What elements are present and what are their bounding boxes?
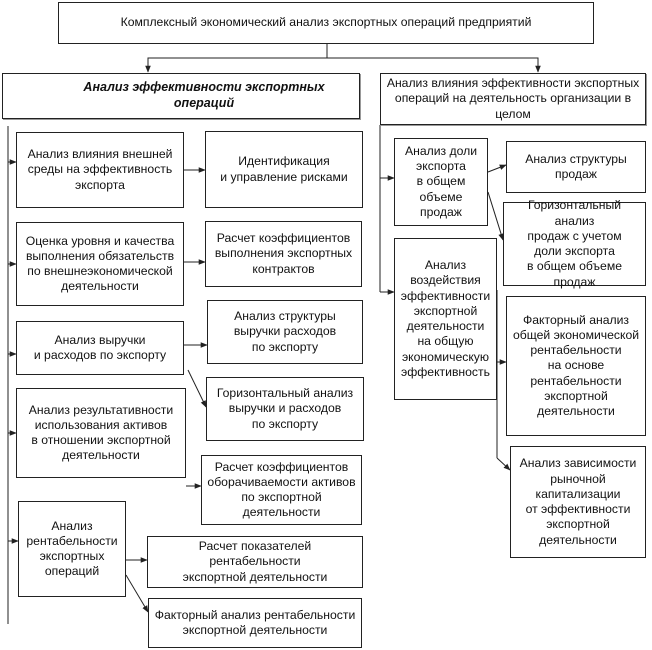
node-horizontal-sales: Горизонтальный анализ продаж с учетом до… [503,198,646,289]
node-market-capitalization: Анализ зависимости рыночной капитализаци… [510,446,646,558]
node-asset-efficiency: Анализ результативности использования ак… [16,388,186,478]
arrow-root-left [145,44,328,73]
right-branch-title: Анализ влияния эффективности экспортных … [380,73,646,125]
node-asset-turnover: Расчет коэффициентов оборачиваемости акт… [201,455,362,525]
node-revenue-structure: Анализ структуры выручки расходов по экс… [207,300,363,364]
node-sales-structure: Анализ структуры продаж [506,141,646,193]
left-branch-title: Анализ эффективности экспортных операций [2,73,360,119]
node-revenue-expenses: Анализ выручки и расходов по экспорту [16,321,184,375]
node-obligations-quality: Оценка уровня и качества выполнения обяз… [16,222,184,306]
node-export-share: Анализ доли экспорта в общем объеме прод… [394,138,488,226]
node-horizontal-revenue: Горизонтальный анализ выручки и расходов… [206,377,364,441]
node-impact-on-efficiency: Анализ воздействия эффективности экспорт… [394,238,497,400]
node-profitability-indicators: Расчет показателей рентабельности экспор… [147,536,363,588]
node-external-environment: Анализ влияния внешней среды на эффектив… [16,132,184,208]
root-title: Комплексный экономический анализ экспорт… [58,2,594,44]
node-factor-economic-profitability: Факторный анализ общей экономической рен… [506,296,646,436]
node-risk-management: Идентификация и управление рисками [205,131,363,208]
arrow-root-right [327,57,541,73]
node-profitability: Анализ рентабельности экспортных операци… [18,501,126,597]
node-profitability-factor: Факторный анализ рентабельности экспортн… [148,598,362,648]
node-contract-coefficients: Расчет коэффициентов выполнения экспортн… [205,221,362,287]
